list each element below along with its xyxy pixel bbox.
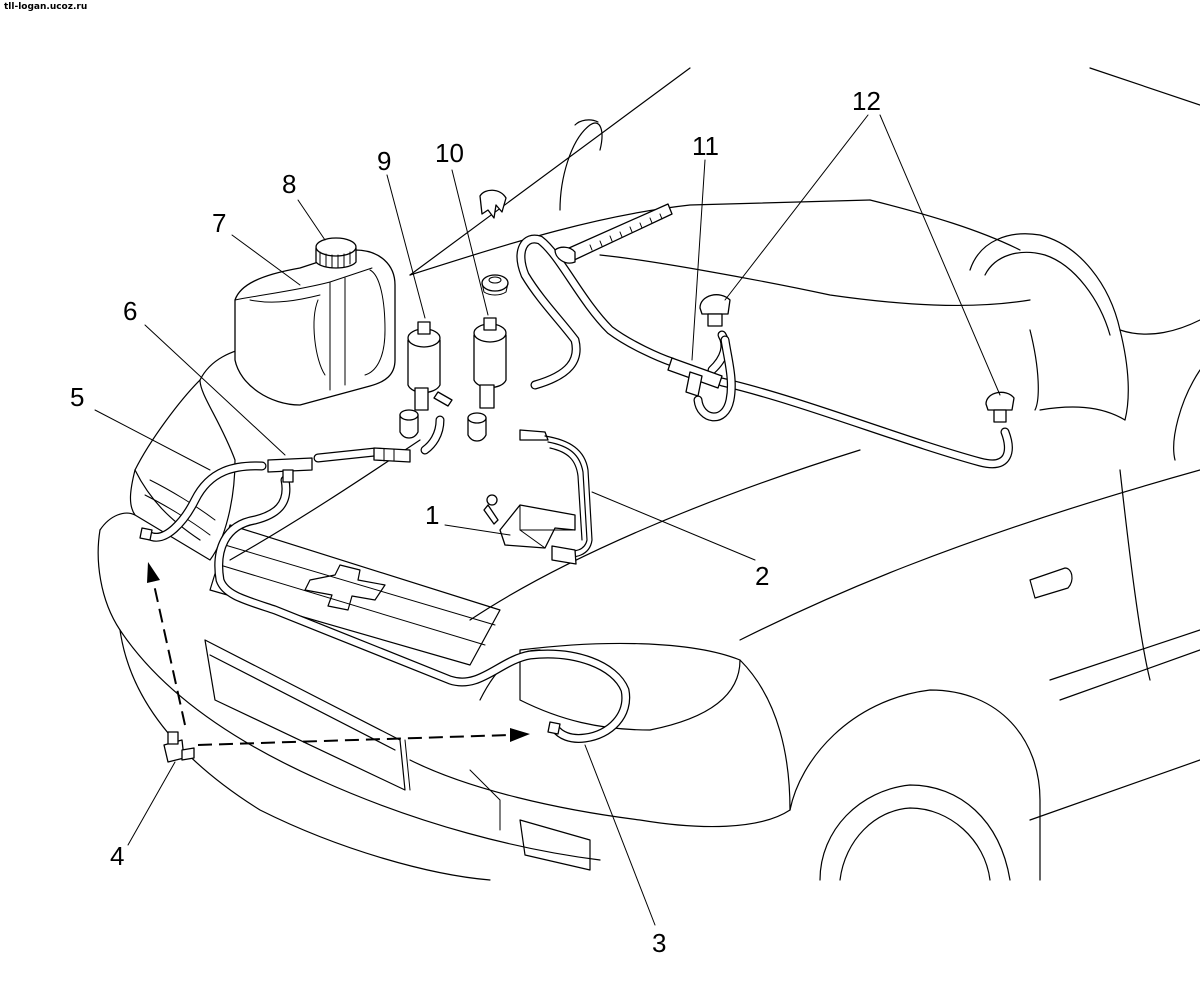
- callout-2: 2: [755, 561, 769, 591]
- callout-8: 8: [282, 169, 296, 199]
- callout-11: 11: [692, 131, 719, 161]
- callout-10: 10: [435, 138, 464, 168]
- wiring-harness: [519, 429, 593, 565]
- callout-4: 4: [110, 841, 124, 871]
- washer-pump-rear: [467, 317, 507, 442]
- tee-connector-rear: [667, 357, 723, 397]
- callout-9: 9: [377, 146, 391, 176]
- callout-1: 1: [425, 500, 439, 530]
- callout-7: 7: [212, 208, 226, 238]
- hose-end-right: [547, 721, 561, 735]
- washer-pump-front: [399, 321, 453, 439]
- tee-connector-front: [267, 457, 313, 483]
- washer-hoses: [143, 234, 1013, 743]
- pump-grommet: [481, 274, 509, 296]
- windshield-nozzle-left: [699, 294, 731, 327]
- leader-lines: [94, 114, 1001, 926]
- hose-clip: [479, 189, 507, 219]
- washer-reservoir: [234, 249, 396, 406]
- watermark-text: tll-logan.ucoz.ru: [4, 2, 88, 12]
- callout-3: 3: [652, 928, 666, 958]
- pump-bracket: [483, 494, 576, 549]
- callout-6: 6: [123, 296, 137, 326]
- headlamp-nozzle: [163, 731, 195, 763]
- callout-numbers: 1 2 3 4 5 6 7 8 9 10 11 12: [70, 86, 881, 958]
- windshield-nozzle-right: [985, 391, 1015, 423]
- car-body-outline: [97, 67, 1200, 881]
- hose-end-left: [139, 527, 153, 541]
- installation-arrows: [147, 562, 530, 746]
- reservoir-cap: [315, 237, 357, 269]
- callout-12: 12: [852, 86, 881, 116]
- inline-connector: [373, 447, 411, 463]
- callout-5: 5: [70, 382, 84, 412]
- wiring-strap: [554, 203, 673, 264]
